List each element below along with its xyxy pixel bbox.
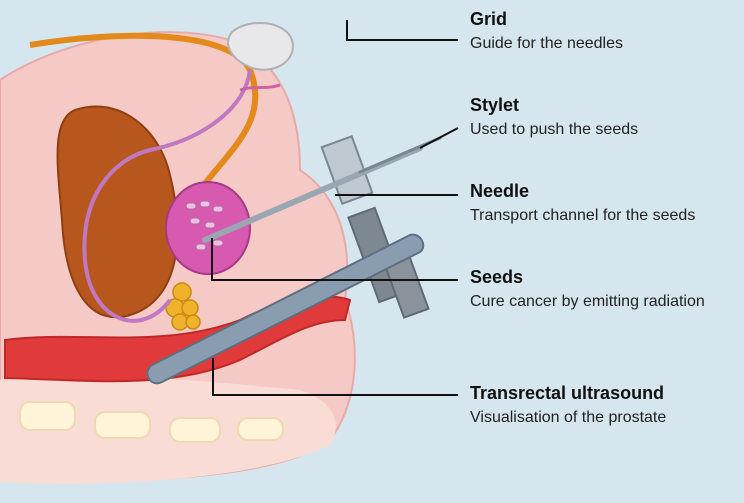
label-seeds: Seeds Cure cancer by emitting radiation [470,266,705,313]
ultrasound-description: Visualisation of the prostate [470,407,666,429]
grid-title: Grid [470,8,623,30]
ultrasound-title: Transrectal ultrasound [470,382,666,404]
stylet-description: Used to push the seeds [470,119,638,141]
grid-description: Guide for the needles [470,33,623,55]
seeds-title: Seeds [470,266,705,288]
leader-stylet [420,128,458,148]
label-grid: Grid Guide for the needles [470,8,623,55]
label-needle: Needle Transport channel for the seeds [470,180,695,227]
label-stylet: Stylet Used to push the seeds [470,94,638,141]
label-ultrasound: Transrectal ultrasound Visualisation of … [470,382,666,429]
stylet-title: Stylet [470,94,638,116]
seeds-description: Cure cancer by emitting radiation [470,291,705,313]
leader-grid [347,20,458,40]
needle-title: Needle [470,180,695,202]
needle-description: Transport channel for the seeds [470,205,695,227]
